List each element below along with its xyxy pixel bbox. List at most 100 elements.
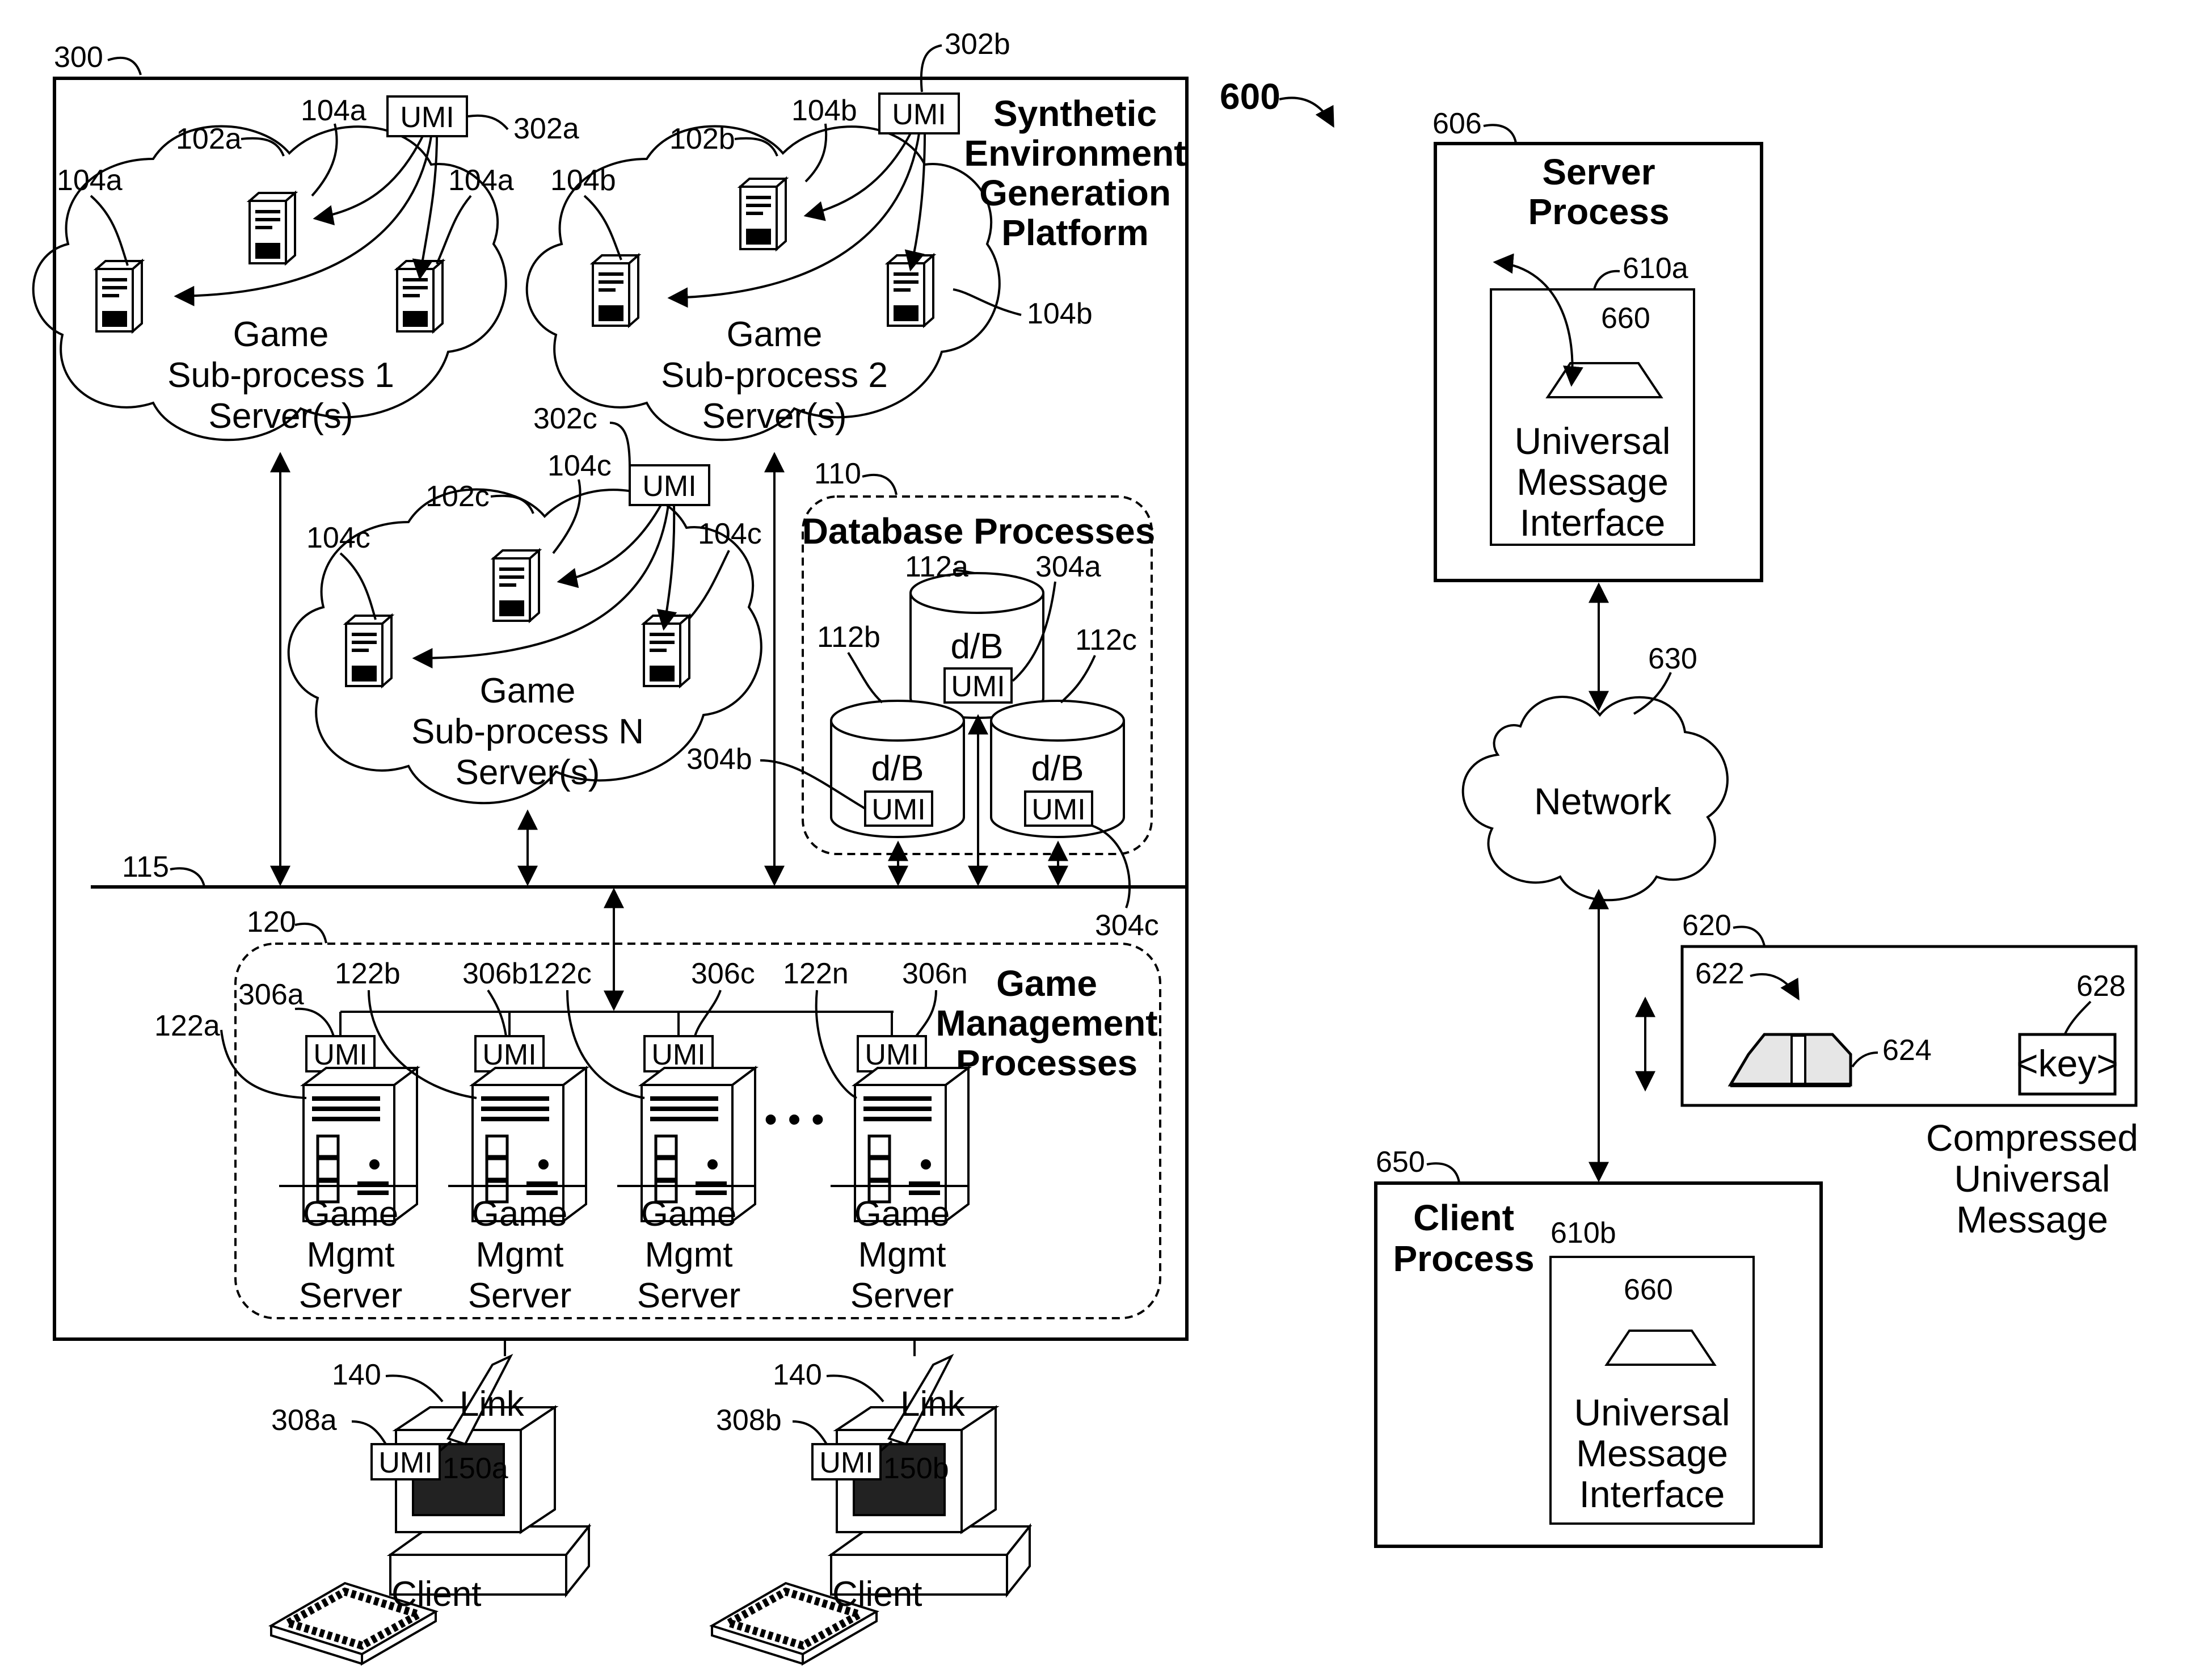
message-shape-icon xyxy=(1548,363,1661,397)
arrow xyxy=(176,136,431,296)
leader-line xyxy=(468,116,508,129)
svg-text:Generation: Generation xyxy=(979,173,1171,213)
message-icon-ref: 624 xyxy=(1882,1034,1932,1067)
svg-text:Universal: Universal xyxy=(1574,1391,1730,1433)
mgmt-umi-ref: 306c xyxy=(691,957,755,990)
db-ref: 112b xyxy=(817,621,880,654)
svg-text:UMI: UMI xyxy=(642,470,696,503)
svg-text:d/B: d/B xyxy=(950,627,1003,666)
server-ref: 104b xyxy=(1027,297,1093,330)
umi-ref: 302c xyxy=(533,402,597,435)
server-ref: 104c xyxy=(547,449,612,482)
database-cylinder-112b: d/B UMI xyxy=(831,701,964,837)
server-icon xyxy=(250,193,295,263)
svg-text:UMI: UMI xyxy=(313,1038,367,1071)
key-ref: 628 xyxy=(2076,970,2126,1003)
svg-text:d/B: d/B xyxy=(871,749,924,788)
key-label: <key> xyxy=(2016,1042,2118,1084)
leader-line xyxy=(1061,655,1095,703)
svg-text:Game: Game xyxy=(854,1194,950,1234)
svg-text:Universal: Universal xyxy=(1514,420,1670,462)
client-process-ref: 650 xyxy=(1376,1146,1425,1179)
svg-text:UMI: UMI xyxy=(1031,793,1085,826)
leader-line xyxy=(1484,125,1516,143)
arrow xyxy=(1750,974,1798,999)
mgmt-server-ref: 122n xyxy=(783,957,849,990)
server-ref: 104c xyxy=(698,518,762,550)
server-ref: 104b xyxy=(791,94,857,127)
leader-line xyxy=(848,653,882,703)
cloud-ref: 102c xyxy=(425,480,490,513)
svg-text:150a: 150a xyxy=(443,1452,508,1485)
database-title: Database Processes xyxy=(802,511,1156,552)
arrow xyxy=(315,136,423,218)
svg-text:Game: Game xyxy=(641,1194,737,1234)
server-ref: 104b xyxy=(550,164,616,197)
svg-text:Message: Message xyxy=(1956,1198,2108,1240)
arrow xyxy=(1279,98,1333,126)
svg-text:Mgmt: Mgmt xyxy=(858,1235,946,1274)
ellipsis: • • • xyxy=(764,1098,824,1140)
leader-line xyxy=(1594,271,1620,289)
svg-text:Game: Game xyxy=(233,315,329,354)
arrow xyxy=(414,505,668,658)
server-ref: 104a xyxy=(301,94,366,127)
svg-text:308b: 308b xyxy=(716,1404,782,1437)
cloud-ref: 102a xyxy=(176,123,242,155)
leader-line xyxy=(295,924,326,943)
arrow xyxy=(669,133,919,298)
svg-text:Client: Client xyxy=(832,1575,922,1614)
svg-text:UMI: UMI xyxy=(892,98,946,131)
game-management-title: Game Management Processes xyxy=(936,963,1157,1083)
server-ref: 104a xyxy=(57,164,123,197)
umi-ref: 302b xyxy=(945,28,1010,61)
arrow xyxy=(1495,262,1572,385)
svg-text:Interface: Interface xyxy=(1579,1473,1725,1515)
svg-text:UMI: UMI xyxy=(951,670,1005,703)
client-icon-ref: 660 xyxy=(1624,1273,1673,1306)
leader-line xyxy=(689,550,729,619)
leader-line xyxy=(1092,826,1130,908)
leader-line xyxy=(862,475,896,495)
mgmt-umi-ref: 306n xyxy=(902,957,968,990)
leader-line xyxy=(108,58,141,75)
server-icon xyxy=(494,550,539,621)
svg-text:UMI: UMI xyxy=(871,793,925,826)
svg-text:Game: Game xyxy=(727,315,823,354)
svg-text:Mgmt: Mgmt xyxy=(476,1235,564,1274)
client-150a: UMI 140 Link 308a 150a Client xyxy=(271,1339,589,1664)
svg-text:308a: 308a xyxy=(271,1404,337,1437)
game-mgmt-server-122b: UMI Game Mgmt Server xyxy=(448,1012,586,1315)
svg-text:Server(s): Server(s) xyxy=(209,397,353,436)
server-umi-label: Universal Message Interface xyxy=(1514,420,1670,544)
mgmt-server-ref: 122c xyxy=(528,957,592,990)
svg-text:140: 140 xyxy=(773,1358,822,1391)
svg-text:d/B: d/B xyxy=(1031,749,1084,788)
svg-text:Sub-process N: Sub-process N xyxy=(411,712,644,751)
svg-text:Interface: Interface xyxy=(1520,502,1666,544)
platform-title: Synthetic Environment Generation Platfor… xyxy=(964,93,1186,253)
game-mgmt-server-122c: UMI Game Mgmt Server xyxy=(617,1012,755,1315)
svg-text:Environment: Environment xyxy=(964,133,1186,174)
message-shape-icon xyxy=(1607,1331,1714,1365)
db-umi-ref: 304b xyxy=(686,743,752,776)
mgmt-server-ref: 122b xyxy=(335,957,401,990)
svg-text:Game: Game xyxy=(480,671,576,710)
svg-text:Compressed: Compressed xyxy=(1926,1117,2138,1159)
mgmt-server-ref: 122a xyxy=(154,1009,220,1042)
leader-line xyxy=(1852,1053,1878,1067)
svg-text:Server(s): Server(s) xyxy=(702,397,847,436)
svg-text:Server(s): Server(s) xyxy=(456,753,600,792)
figure-ref: 600 xyxy=(1220,76,1280,117)
svg-text:Management: Management xyxy=(936,1003,1157,1044)
svg-text:Link: Link xyxy=(460,1385,525,1424)
svg-text:UMI: UMI xyxy=(819,1446,873,1479)
client-umi-label: Universal Message Interface xyxy=(1574,1391,1730,1515)
server-icon xyxy=(593,255,638,326)
leader-line xyxy=(2065,1002,2091,1034)
svg-text:Game: Game xyxy=(303,1194,399,1234)
mgmt-umi-ref: 306a xyxy=(238,978,304,1011)
mgmt-umi-ref: 306b xyxy=(462,957,528,990)
db-umi-ref: 304a xyxy=(1035,550,1101,583)
